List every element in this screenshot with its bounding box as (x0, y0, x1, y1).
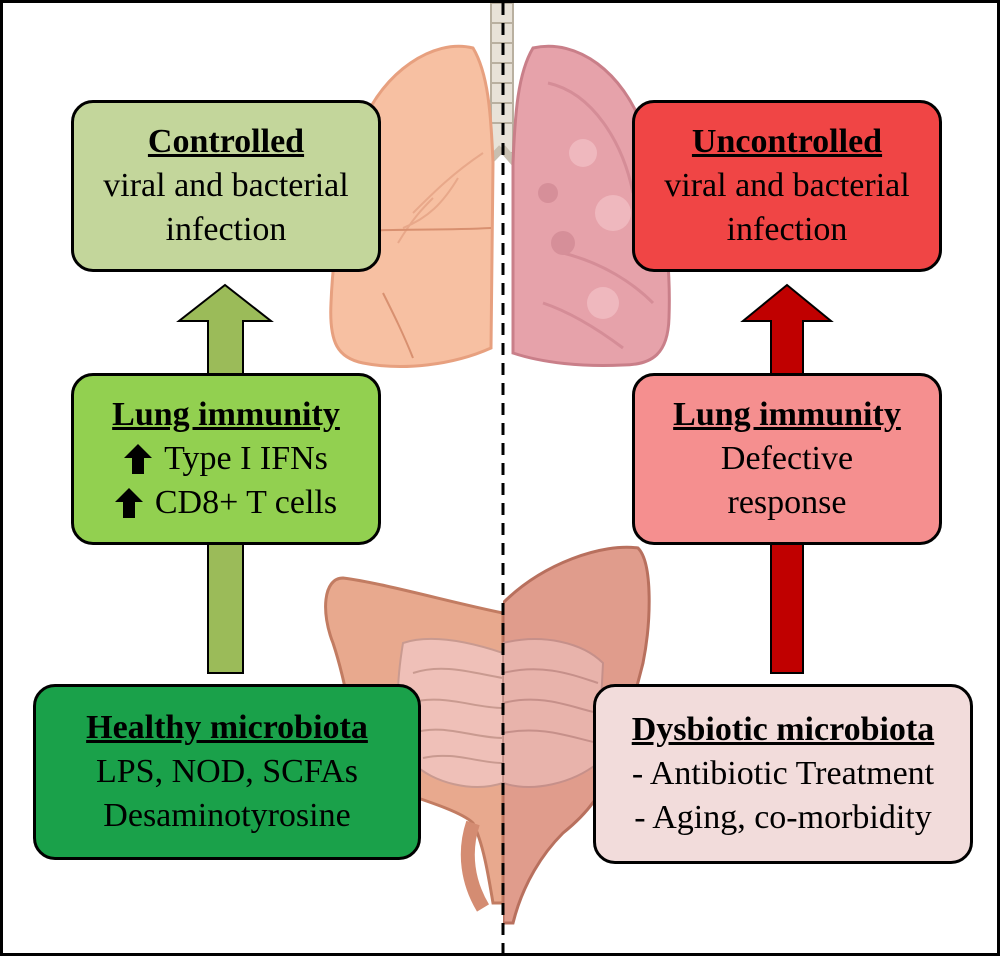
healthy-microbiota-box: Healthy microbiota LPS, NOD, SCFAs Desam… (33, 684, 421, 860)
uncontrolled-line2: infection (726, 211, 848, 248)
type1-ifn-text: Type I IFNs (164, 440, 328, 477)
lung-immunity-healthy-box: Lung immunity Type I IFNs CD8+ T cells (71, 373, 381, 545)
controlled-title: Controlled (147, 123, 305, 160)
healthy-microbiota-title: Healthy microbiota (86, 709, 368, 746)
uncontrolled-line1: viral and bacterial (664, 167, 910, 204)
uncontrolled-infection-box: Uncontrolled viral and bacterial infecti… (632, 100, 942, 272)
controlled-line1: viral and bacterial (103, 167, 349, 204)
lung-immunity-defective-box: Lung immunity Defective response (632, 373, 942, 545)
healthy-line2: Desaminotyrosine (103, 797, 351, 834)
controlled-infection-box: Controlled viral and bacterial infection (71, 100, 381, 272)
defective-line1: Defective (720, 440, 854, 477)
healthy-line1: LPS, NOD, SCFAs (95, 753, 358, 790)
lung-immunity-title: Lung immunity (112, 396, 340, 433)
dysbiotic-title: Dysbiotic microbiota (631, 711, 935, 748)
cd8-text: CD8+ T cells (154, 484, 338, 521)
dysbiotic-line2: - Aging, co-morbidity (634, 799, 932, 836)
up-arrow-icon (124, 444, 153, 474)
up-arrow-icon (114, 488, 143, 518)
controlled-line2: infection (165, 211, 287, 248)
cd8-item: CD8+ T cells (114, 481, 338, 525)
lung-immunity-title-right: Lung immunity (673, 396, 901, 433)
dysbiotic-line1: - Antibiotic Treatment (631, 755, 935, 792)
uncontrolled-title: Uncontrolled (691, 123, 883, 160)
type1-ifn-item: Type I IFNs (124, 437, 328, 481)
dysbiotic-microbiota-box: Dysbiotic microbiota - Antibiotic Treatm… (593, 684, 973, 864)
defective-line2: response (727, 484, 847, 521)
